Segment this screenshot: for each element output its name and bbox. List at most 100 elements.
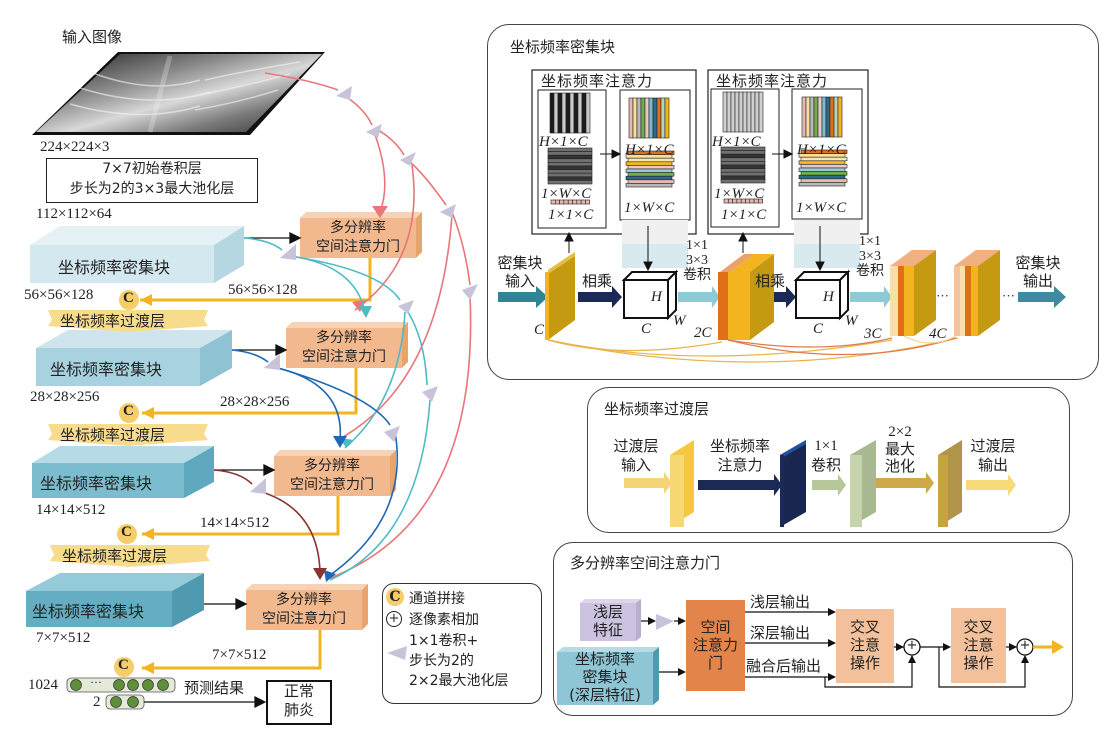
conv-label-2: 1×1 3×3 卷积 [849,234,891,279]
legend-pool-icon [387,646,407,660]
transition-attention-arrow [698,474,782,496]
gate-output-arrow [1052,640,1064,654]
channel-stripe [585,199,591,205]
fc-vector-1024 [66,677,176,693]
legend-concat-icon: C [386,588,404,606]
dim-1wc-2: 1×W×C [714,186,765,202]
transition-conv-line1: 1×1 [814,438,838,454]
dense-input-label: 密集块 输入 [492,254,548,290]
fc2-count: 2 [93,694,101,710]
cross-2-line1: 交叉 [963,618,994,636]
add-symbol-1: + [906,638,918,653]
transition-pool-label: 2×2 最大 池化 [880,424,920,475]
channel-c: C [534,322,545,338]
cross-attention-block-2 [951,608,1006,683]
transition-input-line1: 过渡层 [613,437,659,455]
dim-h1c-1: H×1×C [539,134,588,150]
layer-2c [718,254,774,340]
gate-prism-4 [246,584,368,630]
concat-symbol-1: C [123,290,134,306]
add-symbol-2: + [1019,638,1031,653]
transition-layer-4 [938,440,962,527]
fc-ellipsis: ··· [90,675,102,689]
legend-box: C 通道拼接 + 逐像素相加 1×1卷积+ 步长为2的 2×2最大池化层 [382,583,542,704]
dense-block-3 [32,446,214,498]
gate-4-line1: 多分辨率 [276,592,332,608]
blue-skip-arrows [231,349,399,579]
vertical-stripe [758,91,764,133]
gate-label-1: 多分辨率 空间注意力门 [300,219,416,257]
transition-panel [587,387,1070,533]
deep-feature-block [557,647,659,705]
teal-skip-arrows [243,237,431,581]
dense-output-line1: 密集块 [1015,254,1061,272]
conv-1-line3: 卷积 [683,267,711,283]
legend-add-icon: + [386,611,402,627]
transition-output-line2: 输出 [977,456,1008,474]
add-circle-1 [903,638,921,656]
cube1-w: W [673,313,686,329]
feature-cube-2 [793,269,851,321]
gate-3-line2: 空间注意力门 [290,477,374,493]
transition-label-2: 坐标频率过渡层 [60,426,166,444]
dim-h1c-out-2: H×1×C [797,142,846,158]
gate-dim-1: 56×56×128 [228,282,298,298]
gate-dim-4: 7×7×512 [212,647,267,663]
stem-dim: 112×112×64 [36,206,112,222]
legend-pool-line3: 2×2最大池化层 [409,673,509,689]
dense-block-1 [30,226,244,283]
transition-layer-3 [850,440,876,527]
gate-panel-title: 多分辨率空间注意力门 [570,554,721,572]
transition-banner-3 [50,545,210,567]
legend-add-label: 逐像素相加 [409,612,479,628]
gate-prism-2 [286,322,408,368]
prediction-label: 预测结果 [184,679,245,697]
input-dim: 224×224×3 [40,139,110,155]
dim-1wc-out-1: 1×W×C [624,200,675,216]
gate-2-line2: 空间注意力门 [302,349,386,365]
gate-4-line2: 空间注意力门 [262,611,346,627]
transition-conv-arrow [812,474,846,496]
transition-attention-label: 坐标频率 注意力 [700,437,780,475]
colored-vertical-stripe [664,97,670,139]
conv-2-line3: 卷积 [856,263,884,279]
transition-layer-2 [780,440,806,527]
dense-input-line2: 输入 [504,272,535,290]
pool-triangles [250,86,478,494]
stem-layer-box: 7×7初始卷积层 步长为2的3×3最大池化层 [46,158,258,203]
gate-output-lines [140,258,372,670]
multiply-arrow-1 [578,286,622,308]
dense-output-label: 密集块 输出 [1010,254,1066,290]
gate-label-2: 多分辨率 空间注意力门 [286,329,402,367]
blue-arrowheads [324,436,347,582]
concat-symbol-4: C [118,657,129,673]
dense-output-arrow [1018,286,1066,308]
brown-skip-arrows [213,469,321,573]
legend-pool-line1: 1×1卷积+ [409,633,479,649]
cross-2-line2: 注意 [963,636,994,654]
cube1-h: H [651,289,662,305]
transition-output-label: 过渡层 输出 [962,437,1024,475]
transition-attention-line1: 坐标频率 [709,437,770,455]
transition-pool-line1: 2×2 [888,424,912,440]
deep-line1: 坐标频率 [574,650,635,668]
dim-11c-2: 1×1×C [721,207,767,223]
channel-4c: 4C [929,326,947,342]
dense-input-arrow [498,286,548,308]
block-dim-2: 28×28×256 [30,389,100,405]
dim-11c-1: 1×1×C [548,207,594,223]
legend-concat-label: 通道拼接 [409,591,465,607]
shallow-feature-label: 浅层 特征 [580,603,636,639]
cube2-h: H [823,289,834,305]
channel-2c: 2C [694,325,712,341]
cross-attention-block-1 [836,609,894,683]
transition-conv-line2: 卷积 [810,456,841,474]
dim-1wc-out-2: 1×W×C [796,200,847,216]
feature-cube-1 [621,269,679,321]
channel-3c: 3C [864,326,882,342]
dense-block-label-2: 坐标频率密集块 [50,360,163,379]
transition-pool-arrow [876,472,934,494]
attention-title-1: 坐标频率注意力 [541,72,654,90]
